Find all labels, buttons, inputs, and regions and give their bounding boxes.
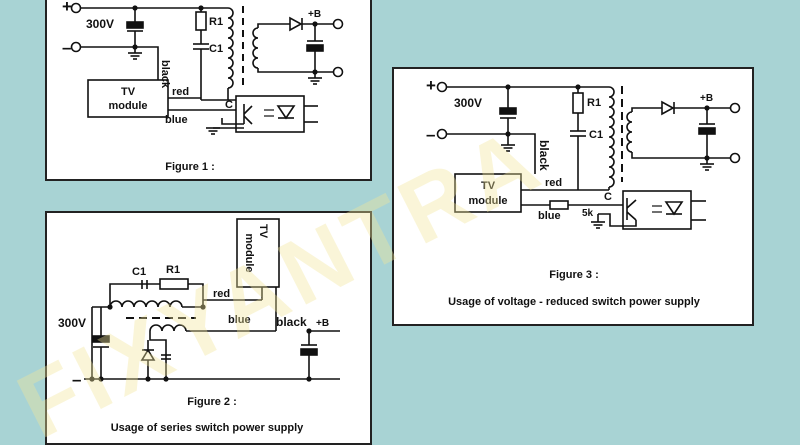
figure-1-optocoupler	[235, 95, 305, 133]
figure-3-tv-module-box	[454, 173, 522, 213]
figure-1-labels: + – 300V R1 C1 +B black red blue C TV mo…	[62, 0, 321, 173]
figure-1-black-label: black	[159, 60, 171, 89]
figure-3-tv-label: TV	[481, 180, 496, 192]
figure-2-plus-b-label: +B	[316, 318, 329, 329]
figure-2-minus-label: –	[72, 370, 81, 389]
figure-3-caption: Figure 3 :	[549, 269, 599, 281]
figure-2-labels: TV module C1 R1 red blue black +B 300V –…	[58, 224, 329, 434]
figure-2-voltage-label: 300V	[58, 316, 86, 330]
figure-1-caption: Figure 1 :	[165, 161, 215, 173]
figure-1-r1-label: R1	[209, 16, 223, 28]
figure-2-subtitle: Usage of series switch power supply	[111, 422, 304, 434]
figure-2-black-label: black	[276, 315, 307, 329]
figure-3-r1-label: R1	[587, 97, 601, 109]
figure-3-module-label: module	[468, 195, 507, 207]
figure-3-black-label: black	[537, 140, 551, 171]
figure-3	[392, 67, 754, 326]
figure-2-blue-label: blue	[228, 314, 251, 326]
figure-3-red-label: red	[545, 177, 562, 189]
figure-3-optocoupler	[622, 190, 692, 230]
figure-3-minus-label: –	[426, 125, 435, 144]
figure-1	[45, 0, 372, 181]
figure-2-caption: Figure 2 :	[187, 396, 237, 408]
figure-1-c1-label: C1	[209, 43, 223, 55]
figure-1-voltage-label: 300V	[86, 17, 114, 31]
figure-3-5k-label: 5k	[582, 208, 594, 219]
figure-1-plus-b-label: +B	[308, 9, 321, 20]
figure-1-tv-module-box	[87, 79, 169, 118]
figure-1-module-label: module	[108, 100, 147, 112]
figure-1-plus-label: +	[62, 0, 72, 16]
figure-2	[45, 211, 372, 445]
figure-1-red-label: red	[172, 86, 189, 98]
figure-3-voltage-label: 300V	[454, 96, 482, 110]
figure-3-plus-label: +	[426, 76, 436, 95]
figure-1-tv-label: TV	[121, 86, 136, 98]
figure-3-subtitle: Usage of voltage - reduced switch power …	[448, 296, 701, 308]
figure-1-minus-label: –	[62, 38, 71, 57]
figure-2-module-label: module	[243, 233, 255, 272]
figure-2-r1-label: R1	[166, 264, 180, 276]
figure-2-c1-label: C1	[132, 266, 146, 278]
figure-2-tv-module-box	[236, 218, 280, 288]
figure-1-c-label: C	[225, 99, 233, 111]
figure-2-red-label: red	[213, 288, 230, 300]
figure-3-plus-b-label: +B	[700, 93, 713, 104]
figure-1-blue-label: blue	[165, 114, 188, 126]
figure-3-blue-label: blue	[538, 210, 561, 222]
figure-2-frame	[45, 211, 372, 445]
figure-2-tv-label: TV	[257, 224, 269, 239]
figure-3-labels: + – 300V R1 C1 +B black red blue C 5k TV…	[426, 76, 713, 308]
figure-3-c1-label: C1	[589, 129, 603, 141]
figure-3-c-label: C	[604, 191, 612, 203]
